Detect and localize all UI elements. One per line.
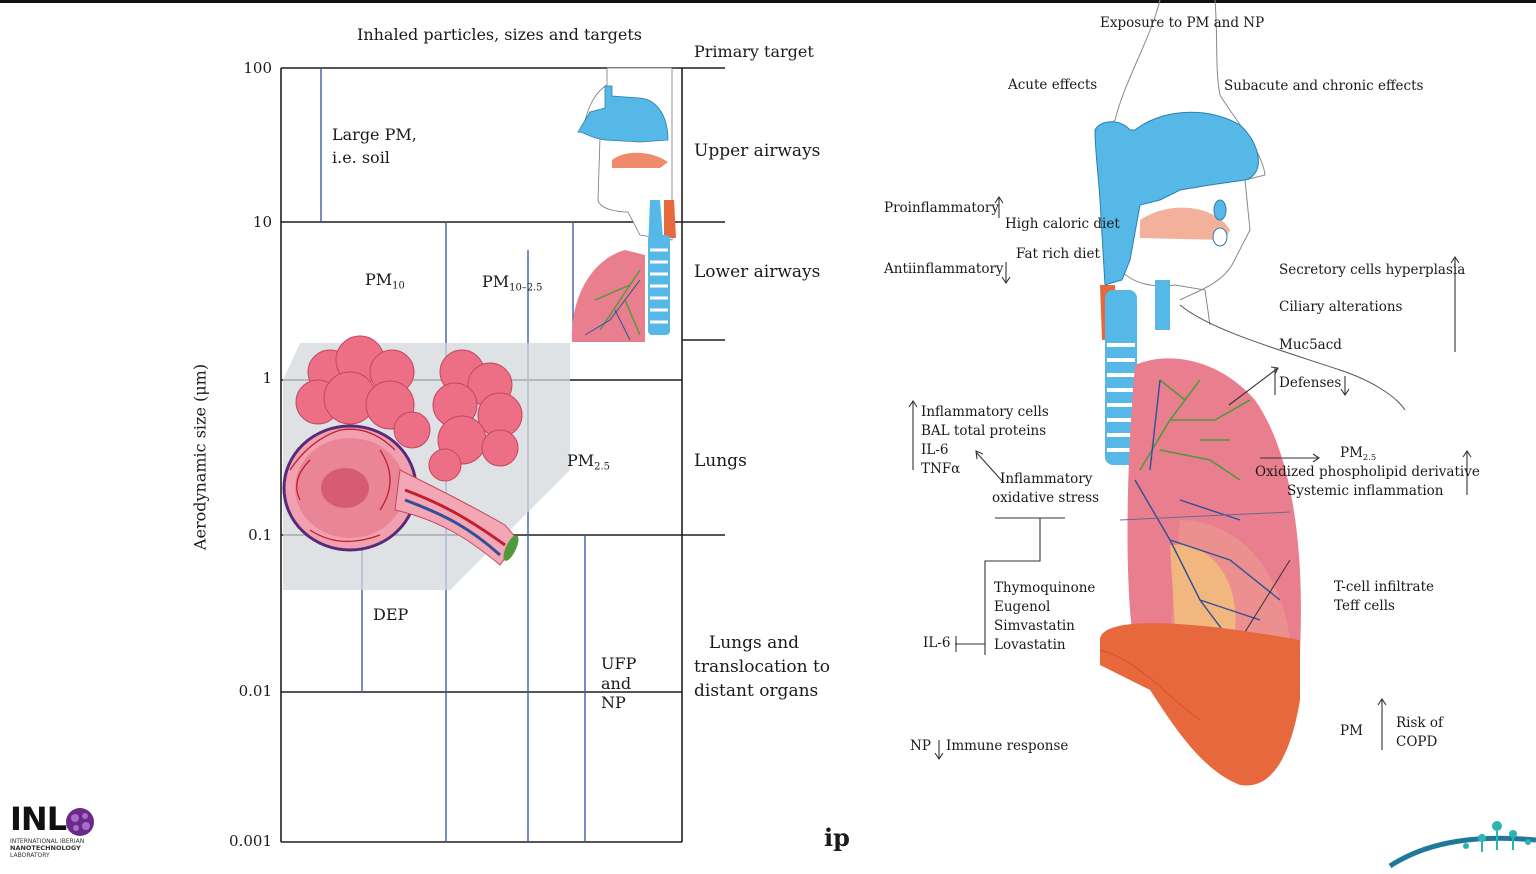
target-distant-line2: translocation to [694,657,831,677]
muc5acd-label: Muc5acd [1279,337,1342,353]
inflam-stress-line2: oxidative stress [992,490,1100,506]
treatment-item: Eugenol [994,599,1051,615]
region-pm10: PM10 [365,270,405,292]
tcell-line1: T-cell infiltrate [1334,579,1434,595]
y-tick: 0.001 [229,832,272,850]
secretory-label: Secretory cells hyperplasia [1279,262,1466,278]
ciliary-label: Ciliary alterations [1279,299,1403,315]
oxidized-label: Oxidized phospholipid derivative [1255,464,1480,480]
pm-label: PM [1340,723,1363,739]
center-mark: ip [824,823,850,852]
treatment-item: Lovastatin [994,637,1066,653]
systemic-label: Systemic inflammation [1287,483,1444,499]
copd-line1: Risk of [1396,715,1444,731]
region-ufp-line1: UFP [601,654,637,673]
wave-logo [1388,821,1536,869]
tcell-line2: Teff cells [1334,598,1395,614]
fat-rich-label: Fat rich diet [1016,246,1100,262]
region-ufp-line3: NP [601,693,626,712]
body-illustration [1094,0,1406,786]
inl-logo-subtext: INTERNATIONAL IBERIAN NANOTECHNOLOGY LAB… [10,838,85,859]
target-distant-line3: distant organs [694,681,819,701]
inflam-list-item: IL-6 [921,442,949,458]
annotation-arrows [908,196,1472,760]
antiinflammatory-label: Antiinflammatory [884,261,1004,277]
region-ufp-line2: and [601,674,632,693]
chart-title: Inhaled particles, sizes and targets [357,25,642,44]
inflam-stress-line1: Inflammatory [1000,471,1093,487]
y-axis-label: Aerodynamic size (μm) [190,363,210,551]
target-upper-airways: Upper airways [694,141,821,161]
region-pm2-5: PM2.5 [567,451,610,473]
y-tick: 1 [262,369,272,387]
head-illustration-small [571,67,676,342]
exposure-title: Exposure to PM and NP [1100,15,1265,31]
target-lungs: Lungs [694,451,747,471]
inl-logo-mark [66,808,94,836]
y-tick: 10 [252,213,272,231]
inl-logo-text: INL [10,800,67,838]
inflam-list-item: BAL total proteins [921,423,1047,439]
treatment-item: Thymoquinone [994,580,1096,596]
inflam-list-item: Inflammatory cells [921,404,1049,420]
immune-response-label: Immune response [946,738,1069,754]
y-tick: 0.01 [238,682,272,700]
region-large-pm-line1: Large PM, [332,125,417,144]
region-pm10-2-5: PM10–2.5 [482,272,543,294]
proinflammatory-label: Proinflammatory [884,200,1000,216]
region-large-pm-line2: i.e. soil [332,148,390,167]
il6-label: IL-6 [923,635,951,651]
inl-logo: INL INTERNATIONAL IBERIAN NANOTECHNOLOGY… [10,800,84,859]
y-tick: 0.1 [248,526,272,544]
defenses-label: Defenses [1279,375,1342,391]
acute-effects-label: Acute effects [1008,77,1098,93]
inflam-list-item: TNFα [921,461,961,477]
target-lower-airways: Lower airways [694,262,821,282]
top-border [0,0,1536,3]
y-tick: 100 [243,59,272,77]
np-label: NP [910,738,931,754]
region-dep: DEP [373,605,409,624]
pm25-right-label: PM2.5 [1340,445,1377,462]
treatment-item: Simvastatin [994,618,1075,634]
primary-target-header: Primary target [694,42,814,61]
chronic-effects-label: Subacute and chronic effects [1224,78,1424,94]
copd-line2: COPD [1396,734,1438,750]
alveoli-illustration [282,335,523,566]
high-caloric-label: High caloric diet [1005,216,1120,232]
target-distant-line1: Lungs and [708,633,800,653]
